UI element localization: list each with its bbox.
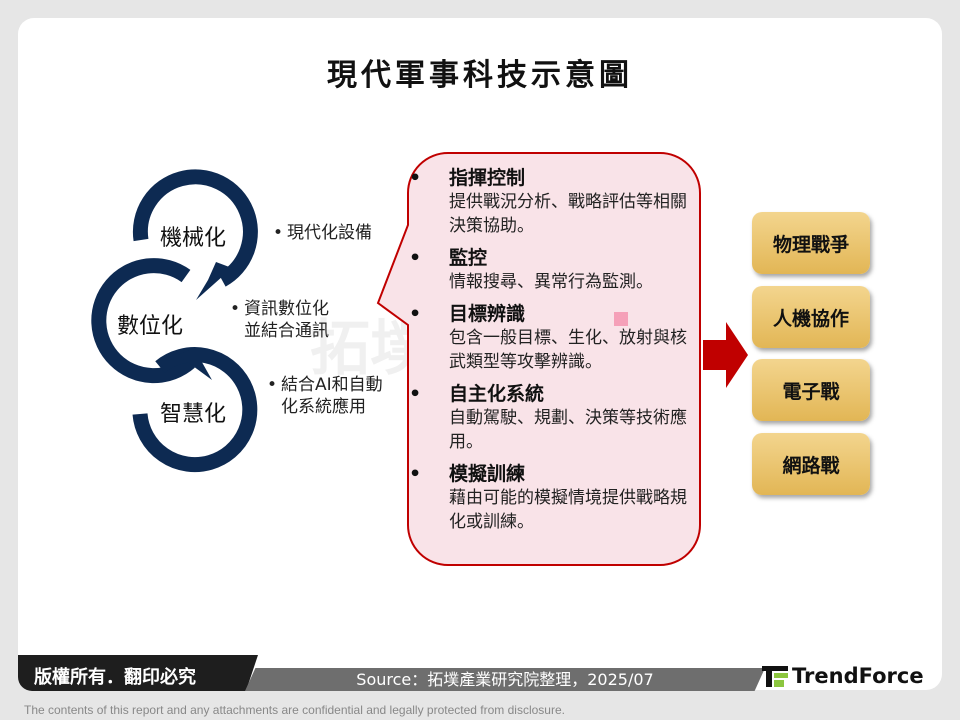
page-title: 現代軍事科技示意圖 — [327, 58, 633, 93]
cycle-label-intelligence: 智慧化 — [160, 402, 227, 427]
ring-digitization — [91, 258, 195, 384]
ring-mechanization — [132, 169, 258, 287]
arrow-head-2 — [178, 348, 212, 380]
cycle-desc-digitization: •資訊數位化並結合通訊 — [230, 299, 329, 341]
trendforce-logo: TrendForce — [762, 664, 924, 688]
ring-intelligence — [132, 347, 258, 473]
outcome-human-machine: 人機協作 — [752, 286, 870, 348]
copyright-band: 版權所有．翻印必究 — [18, 655, 258, 691]
cycle-label-mechanization: 機械化 — [160, 226, 227, 251]
outcome-cyber-warfare: 網路戰 — [752, 433, 870, 495]
outcome-physical-warfare: 物理戰爭 — [752, 212, 870, 274]
outcome-electronic-warfare: 電子戰 — [752, 359, 870, 421]
arrow-head-1 — [196, 262, 232, 300]
source-band: Source：拓墣產業研究院整理，2025/07 — [245, 668, 765, 691]
cycle-label-digitization: 數位化 — [117, 314, 184, 339]
right-arrow — [703, 322, 748, 388]
disclaimer: The contents of this report and any atta… — [24, 703, 565, 717]
cycle-desc-intelligence: •結合AI和自動化系統應用 — [267, 375, 383, 417]
trendforce-logo-icon — [762, 666, 788, 687]
cycle-desc-mechanization: •現代化設備 — [273, 223, 372, 243]
